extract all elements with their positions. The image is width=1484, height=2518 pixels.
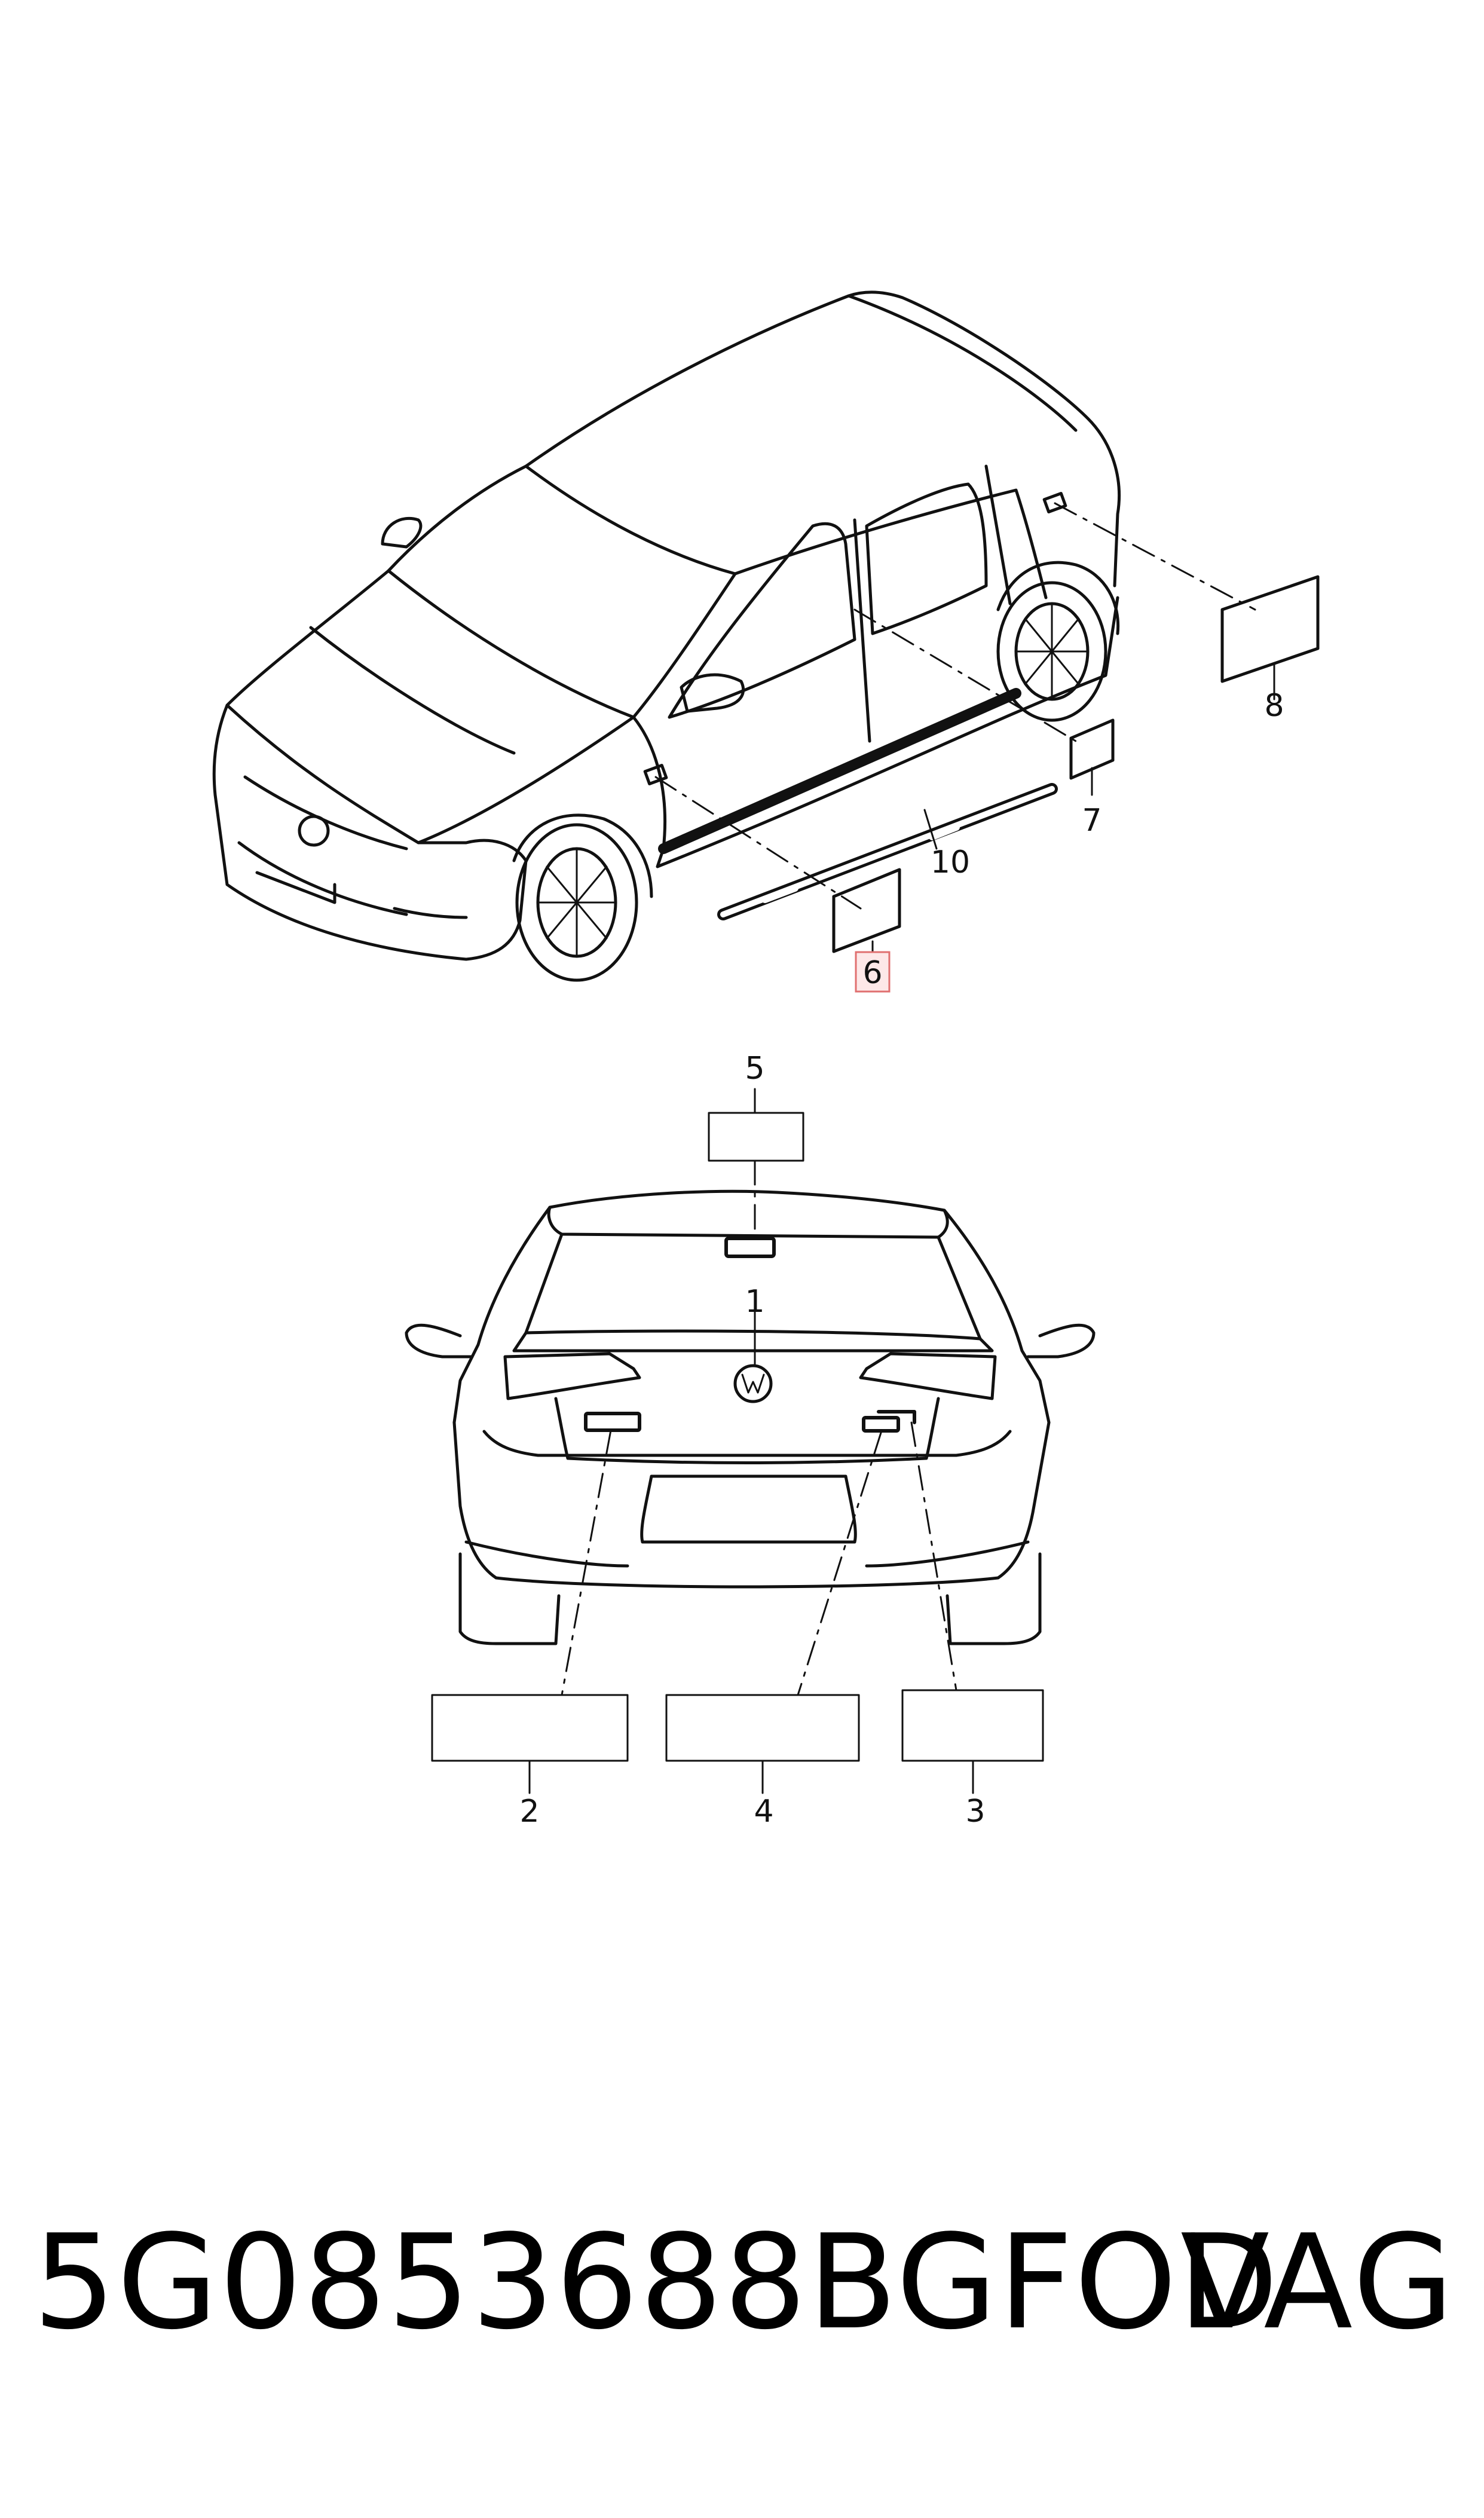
side-callout-stems: [871, 662, 1275, 957]
part-number: 5G0853688BGFOD: [33, 2207, 1280, 2358]
side-decal-parts: [717, 575, 1320, 953]
brand-label: VAG: [1180, 2207, 1457, 2358]
car-rear-view: [405, 1189, 1096, 1645]
rear-leader-lines: [561, 1159, 957, 1696]
callout-6[interactable]: 6: [862, 955, 882, 991]
car-side-view: [212, 290, 1121, 982]
callout-1[interactable]: 1: [745, 1284, 764, 1320]
callout-3[interactable]: 3: [965, 1794, 985, 1829]
callout-6-highlight: [855, 951, 891, 993]
side-leader-lines: [654, 502, 1256, 910]
callout-4[interactable]: 4: [754, 1794, 773, 1829]
rear-callout-stems: [528, 1088, 974, 1794]
callout-10[interactable]: 10: [931, 845, 970, 880]
callout-8[interactable]: 8: [1264, 688, 1284, 724]
callout-7[interactable]: 7: [1082, 803, 1101, 839]
callout-2[interactable]: 2: [519, 1794, 539, 1829]
callout-5[interactable]: 5: [745, 1051, 764, 1087]
